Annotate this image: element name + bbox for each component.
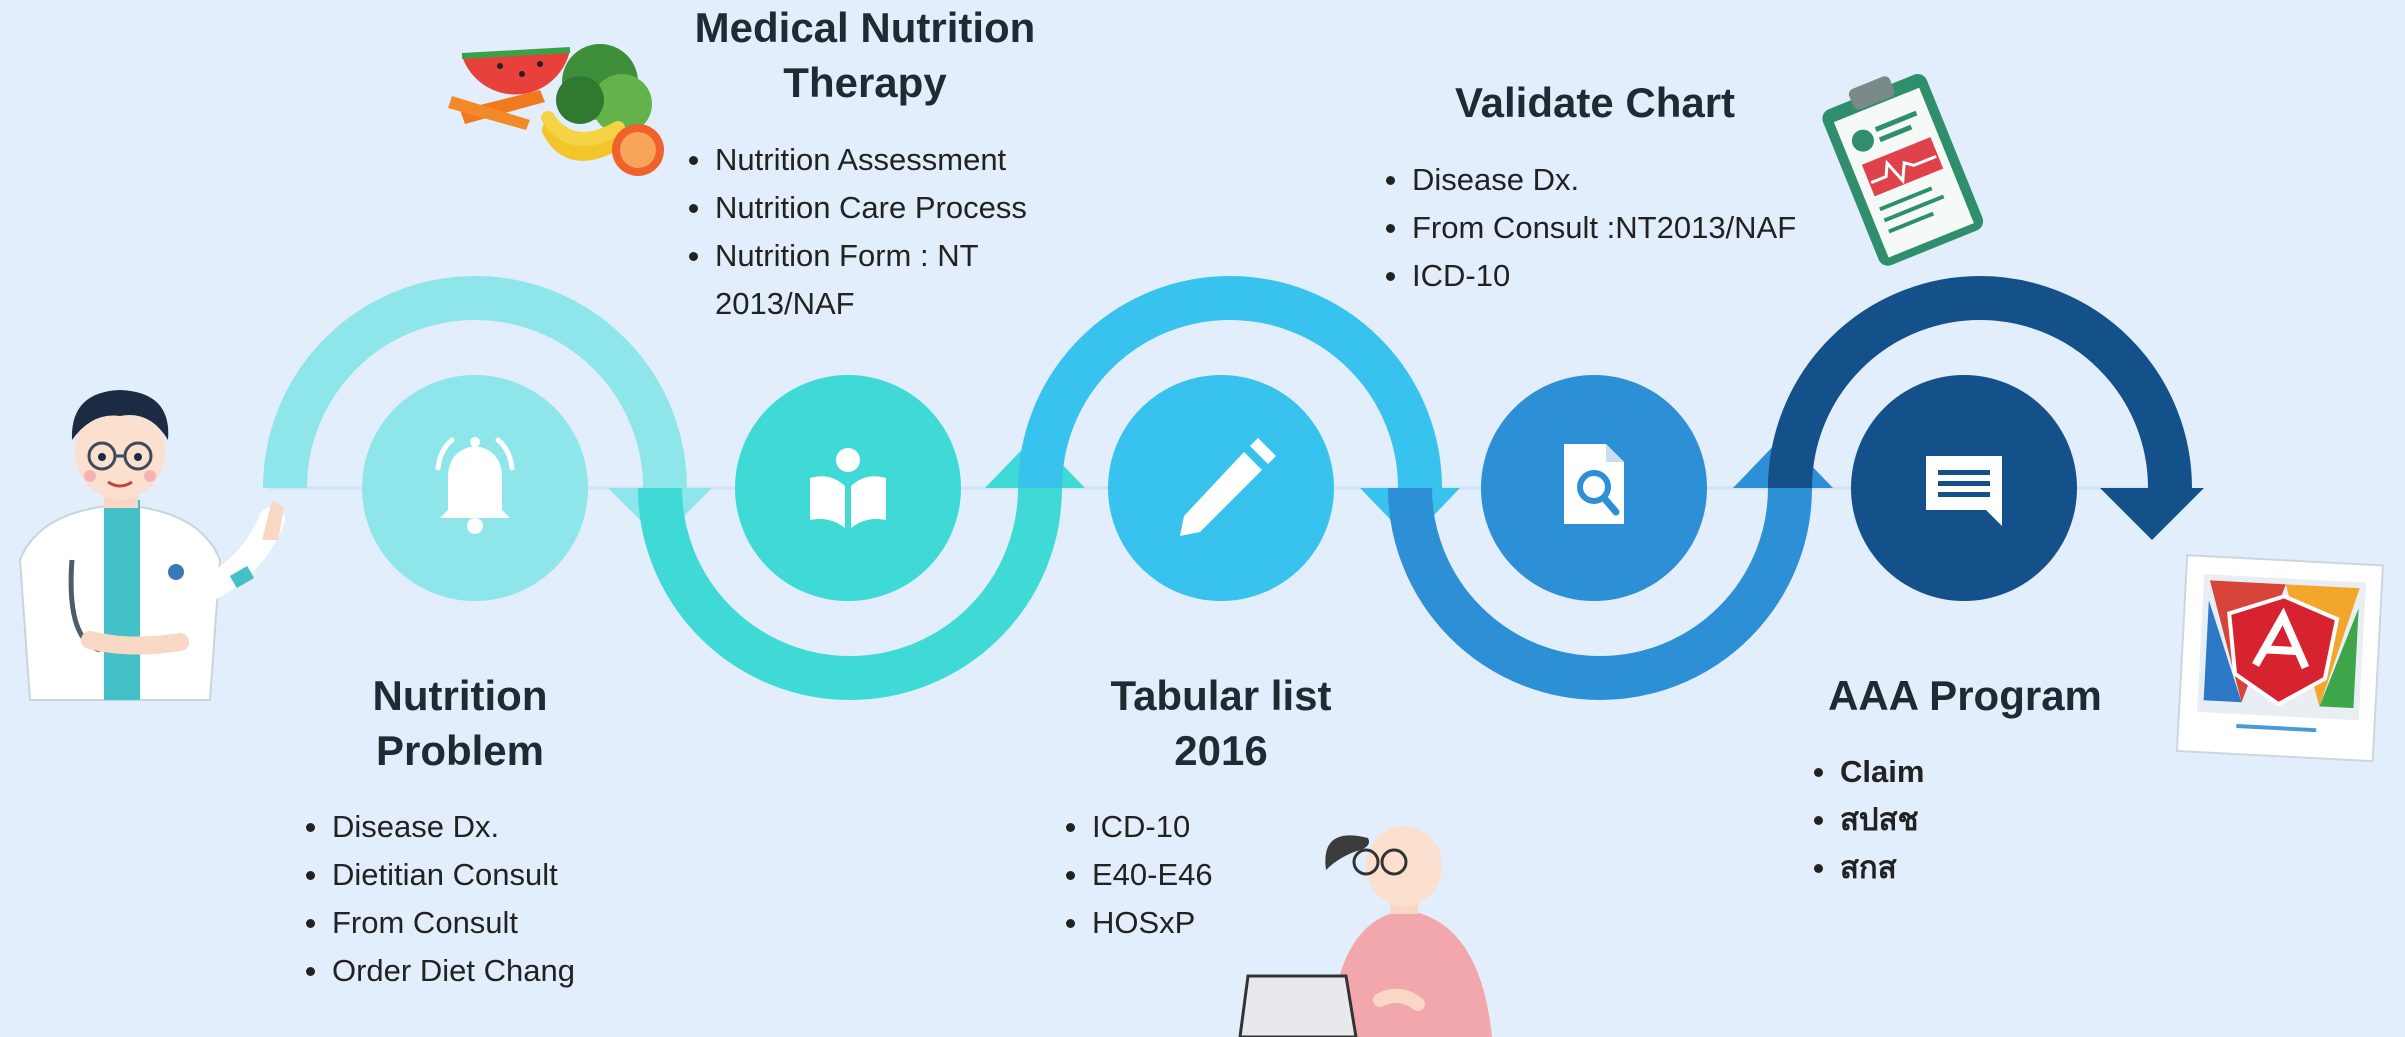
- stage-2-items: Nutrition Assessment Nutrition Care Proc…: [685, 136, 1027, 328]
- list-item-continuation: 2013/NAF: [715, 286, 855, 321]
- flow-arc-5: [1768, 276, 2192, 489]
- flow-arc-4: [1388, 487, 1812, 700]
- list-item: Order Diet Chang: [302, 947, 575, 995]
- stage-circle-2: [735, 375, 961, 601]
- stage-5-title-line-1: AAA Program: [1828, 672, 2102, 719]
- person-laptop-illustration: [1238, 826, 1492, 1037]
- chat-message-icon: [1926, 456, 2002, 526]
- stage-5-title: AAA Program: [1780, 668, 2150, 723]
- aaa-program-thumbnail: [2175, 554, 2384, 763]
- stage-4-title-line-1: Validate Chart: [1454, 79, 1736, 126]
- list-item: Nutrition Assessment: [685, 136, 1027, 184]
- list-item: E40-E46: [1062, 851, 1213, 899]
- list-item: Dietitian Consult: [302, 851, 575, 899]
- flow-arc-1: [263, 276, 687, 489]
- stage-3-items: ICD-10 E40-E46 HOSxP: [1062, 803, 1213, 947]
- stage-2-title-line-2: Therapy: [783, 59, 947, 106]
- stage-2-title-line-1: Medical Nutrition: [694, 4, 1036, 51]
- stage-5-items: Claim สปสช สกส: [1810, 748, 1924, 892]
- list-item: สปสช: [1810, 796, 1924, 844]
- stage-3-title: Tabular list 2016: [1066, 668, 1376, 778]
- list-item: Nutrition Form : NT: [685, 232, 1027, 280]
- stage-1-title-line-1: Nutrition: [372, 672, 548, 719]
- list-item: Claim: [1810, 748, 1924, 796]
- stage-4-items: Disease Dx. From Consult :NT2013/NAF ICD…: [1382, 156, 1796, 300]
- list-item: From Consult :NT2013/NAF: [1382, 204, 1796, 252]
- stage-3-title-line-2: 2016: [1174, 727, 1268, 774]
- list-item: Disease Dx.: [1382, 156, 1796, 204]
- flow-arc-2: [638, 487, 1062, 700]
- stage-4-title: Validate Chart: [1390, 75, 1800, 130]
- list-item: Disease Dx.: [302, 803, 575, 851]
- stage-1-title: Nutrition Problem: [310, 668, 610, 778]
- fruits-vegetables-illustration: [448, 44, 664, 176]
- doctor-illustration: [18, 390, 285, 701]
- stage-3-title-line-1: Tabular list: [1110, 672, 1332, 719]
- list-item: From Consult: [302, 899, 575, 947]
- list-item: ICD-10: [1382, 252, 1796, 300]
- flow-arrow-5: [2100, 488, 2204, 540]
- pencil-icon: [1180, 438, 1276, 536]
- flow-arc-3: [1018, 276, 1442, 489]
- list-item: Nutrition Care Process: [685, 184, 1027, 232]
- list-item: HOSxP: [1062, 899, 1213, 947]
- list-item: ICD-10: [1062, 803, 1213, 851]
- list-item: สกส: [1810, 844, 1924, 892]
- bell-icon: [435, 437, 515, 534]
- stage-1-items: Disease Dx. Dietitian Consult From Consu…: [302, 803, 575, 995]
- clipboard-illustration: [1822, 74, 1984, 266]
- stage-1-title-line-2: Problem: [375, 727, 545, 774]
- document-search-icon: [1564, 444, 1624, 524]
- stage-2-title: Medical Nutrition Therapy: [640, 0, 1090, 110]
- open-book-reader-icon: [810, 448, 886, 528]
